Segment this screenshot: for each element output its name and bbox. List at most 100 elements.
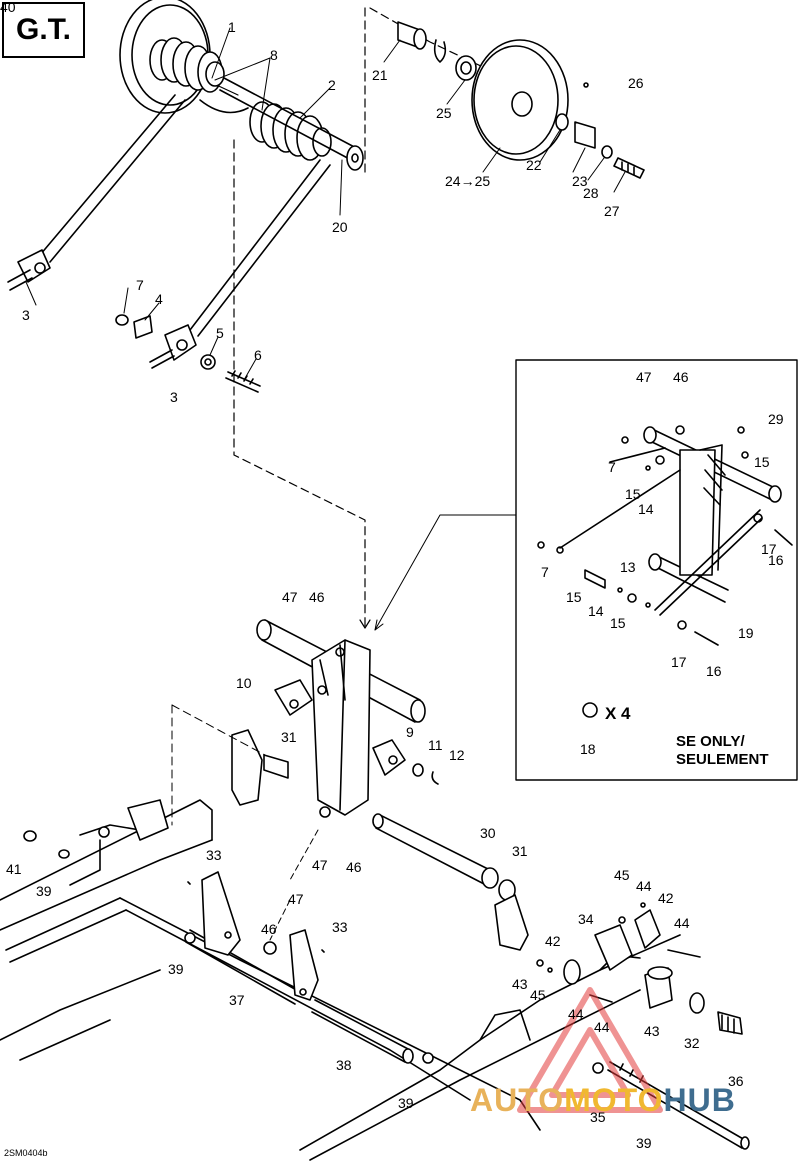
callout-number: 47 bbox=[288, 891, 304, 907]
callout-number: 8 bbox=[270, 47, 278, 63]
watermark-part3: HUB bbox=[663, 1082, 736, 1118]
main-shaft-20 bbox=[219, 77, 364, 171]
callout-number: 4 bbox=[155, 291, 163, 307]
callout-number: 33 bbox=[206, 847, 222, 863]
callout-number: 24→25 bbox=[445, 173, 491, 189]
center-bracket bbox=[311, 639, 371, 816]
callout-number: 42 bbox=[658, 890, 674, 906]
callout-number: 26 bbox=[628, 75, 644, 91]
callout-number: 44 bbox=[674, 915, 690, 931]
se-only-label: SE ONLY/ SEULEMENT bbox=[676, 733, 769, 769]
spacer-21 bbox=[397, 21, 427, 50]
callout-number: 6 bbox=[254, 347, 262, 363]
callout-number: 39 bbox=[36, 883, 52, 899]
spring-1 bbox=[149, 37, 239, 96]
callout-number: 3 bbox=[22, 307, 30, 323]
callout-number: 46 bbox=[673, 369, 689, 385]
inset-quantity: X 4 bbox=[605, 704, 631, 723]
callout-number: 17 bbox=[671, 654, 687, 670]
callout-number: 44 bbox=[636, 878, 652, 894]
dashed-connector bbox=[233, 139, 371, 629]
watermark-part1: AUTO bbox=[470, 1082, 565, 1118]
callout-number: 31 bbox=[281, 729, 297, 745]
dashed-bracket-leader bbox=[171, 704, 266, 826]
callout-number: 2 bbox=[328, 77, 336, 93]
callout-number: 28 bbox=[583, 185, 599, 201]
inset-assembly bbox=[537, 425, 793, 718]
leader-lines-top bbox=[25, 27, 626, 381]
callout-number: 39 bbox=[636, 1135, 652, 1151]
bushing-10 bbox=[274, 679, 313, 716]
callout-number: 15 bbox=[754, 454, 770, 470]
callout-number: 14 bbox=[588, 603, 604, 619]
callout-number: 25 bbox=[436, 105, 452, 121]
callout-number: 44 bbox=[594, 1019, 610, 1035]
dashed-arrows-lower bbox=[269, 829, 319, 941]
callout-number: 38 bbox=[336, 1057, 352, 1073]
callout-number: 35 bbox=[590, 1109, 606, 1125]
dashed-axis-top bbox=[364, 7, 501, 173]
callout-number: 47 bbox=[636, 369, 652, 385]
hardware-22-23-28-27 bbox=[555, 82, 645, 179]
watermark-triangle bbox=[517, 987, 663, 1113]
callout-number: 7 bbox=[136, 277, 144, 293]
idler-wheel-24 bbox=[471, 39, 569, 161]
callout-number: 45 bbox=[530, 987, 546, 1003]
callout-number: 40 bbox=[0, 0, 16, 15]
callout-number: 11 bbox=[428, 737, 443, 753]
callout-number: 19 bbox=[738, 625, 754, 641]
grease-fitting-46 bbox=[319, 806, 331, 818]
callout-number: 16 bbox=[768, 552, 784, 568]
callout-number: 13 bbox=[620, 559, 636, 575]
bushing-9 bbox=[372, 739, 439, 785]
callout-number: 43 bbox=[512, 976, 528, 992]
callout-number: 39 bbox=[398, 1095, 414, 1111]
callout-number: 27 bbox=[604, 203, 620, 219]
callout-number: 31 bbox=[512, 843, 528, 859]
bearing-25 bbox=[455, 55, 477, 81]
callout-number: 14 bbox=[638, 501, 654, 517]
watermark: AUTOMOTOHUB bbox=[470, 1082, 736, 1119]
callout-number: 41 bbox=[6, 861, 22, 877]
callout-number: 30 bbox=[480, 825, 496, 841]
left-bracket-upper bbox=[231, 729, 289, 806]
callout-number: 9 bbox=[406, 724, 414, 740]
se-only-line1: SE ONLY/ bbox=[676, 733, 745, 750]
callout-number: 23 bbox=[572, 173, 588, 189]
callout-number: 37 bbox=[229, 992, 245, 1008]
callout-number: 46 bbox=[261, 921, 277, 937]
callout-number: 39 bbox=[168, 961, 184, 977]
spring-2 bbox=[249, 101, 332, 161]
callout-number: 15 bbox=[625, 486, 641, 502]
callout-number: 34 bbox=[578, 911, 594, 927]
callout-number: 46 bbox=[346, 859, 362, 875]
spring-end-left bbox=[7, 249, 51, 291]
callout-number: 42 bbox=[545, 933, 561, 949]
callout-number: 10 bbox=[236, 675, 252, 691]
right-hardware bbox=[536, 902, 743, 1035]
model-tag: G.T. bbox=[2, 2, 85, 58]
spring-arms bbox=[39, 94, 331, 337]
callout-number: 15 bbox=[610, 615, 626, 631]
callout-number: 17 bbox=[761, 541, 777, 557]
spacer-tube-38 bbox=[311, 999, 414, 1064]
callout-number: 7 bbox=[541, 564, 549, 580]
callout-number: 32 bbox=[684, 1035, 700, 1051]
callout-number: 1 bbox=[228, 19, 236, 35]
callout-number: 20 bbox=[332, 219, 348, 235]
cross-shaft-37 bbox=[185, 871, 319, 1005]
document-reference: 2SM0404b bbox=[4, 1148, 48, 1158]
callout-number: 33 bbox=[332, 919, 348, 935]
callout-number: 7 bbox=[608, 459, 616, 475]
callout-number: 46 bbox=[309, 589, 325, 605]
callout-number: 15 bbox=[566, 589, 582, 605]
callout-number: 47 bbox=[282, 589, 298, 605]
washers-39-41 bbox=[23, 830, 604, 1074]
callout-number: 29 bbox=[768, 411, 784, 427]
hardware-7-4-5-6 bbox=[115, 314, 261, 393]
callout-number: 18 bbox=[580, 741, 596, 757]
callout-number: 44 bbox=[568, 1006, 584, 1022]
watermark-part2: MOTO bbox=[564, 1082, 664, 1118]
callout-number: 5 bbox=[216, 325, 224, 341]
callout-number: 21 bbox=[372, 67, 388, 83]
